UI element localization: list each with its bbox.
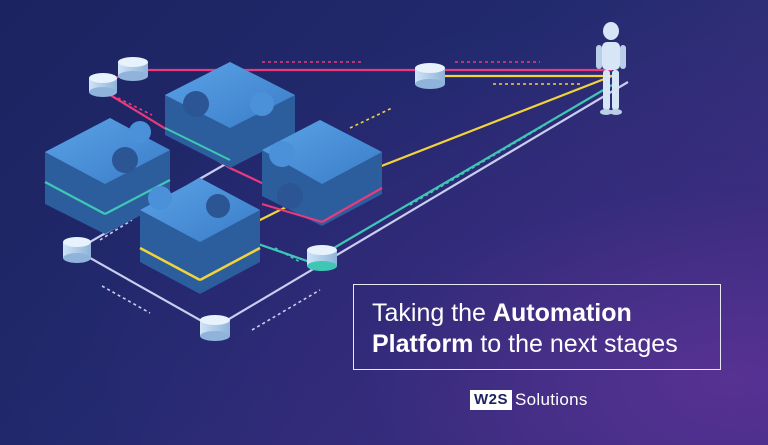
puzzle-piece-back	[164, 62, 295, 168]
database-cylinders	[63, 57, 445, 341]
database-icon-3	[415, 63, 445, 89]
headline-automation: Automation	[492, 299, 632, 327]
database-icon-1	[118, 57, 148, 81]
headline-platform: Platform	[372, 330, 474, 358]
w2s-logo: W2S Solutions	[470, 388, 588, 412]
robot-figure	[596, 22, 626, 115]
logo-mark: W2S	[470, 390, 513, 410]
headline-part-4: to the next stages	[473, 330, 678, 358]
database-icon-2	[89, 73, 117, 97]
dashed-arrows	[99, 61, 580, 331]
database-icon-6	[200, 315, 230, 341]
puzzle-piece-front	[139, 178, 261, 294]
headline-box: Taking the Automation Platform to the ne…	[353, 284, 721, 370]
puzzle-piece-right	[261, 120, 383, 226]
puzzle-pieces	[44, 62, 383, 294]
headline-part-1: Taking the	[372, 299, 493, 327]
puzzle-piece-left	[44, 118, 171, 234]
database-icon-4	[63, 237, 91, 263]
headline: Taking the Automation Platform to the ne…	[372, 298, 678, 360]
logo-word: Solutions	[515, 390, 588, 409]
database-icon-5	[307, 245, 337, 271]
